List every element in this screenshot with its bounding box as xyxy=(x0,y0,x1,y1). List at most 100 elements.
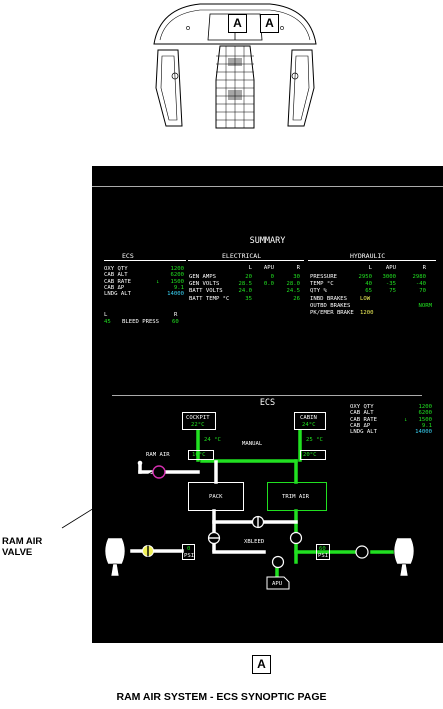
summary-electrical-value: 0.0 xyxy=(263,281,274,288)
summary-ecs-arrow: ↓ xyxy=(156,278,160,285)
summary-electrical-value: 0 xyxy=(270,274,274,280)
summary-ecs-value: 6200 xyxy=(170,272,184,279)
summary-hydraulic-value: 75 xyxy=(389,288,396,295)
ecs-readout-label: CAB ΔP xyxy=(350,422,371,429)
ram-air-label: RAM AIR xyxy=(146,452,170,458)
left-bleed-pressure-value: 0 xyxy=(187,546,191,552)
summary-hydraulic-col-header: R xyxy=(422,265,426,271)
cockpit-duct-box xyxy=(188,450,214,460)
bleed-right-value: 60 xyxy=(172,319,179,325)
summary-hydraulic-label: PRESSURE xyxy=(310,274,337,280)
ecs-readout-value: 1500 xyxy=(418,416,432,423)
summary-electrical-label: BATT TEMP °C xyxy=(189,295,230,302)
summary-electrical-value: 35 xyxy=(245,295,252,302)
summary-hydraulic-value: 40 xyxy=(365,281,372,288)
bleed-left-value: 45 xyxy=(104,319,111,325)
summary-ecs-label: OXY QTY xyxy=(104,266,128,272)
figure-reference: A xyxy=(252,655,271,674)
summary-ecs-title: ECS xyxy=(122,252,134,260)
summary-hydraulic-label: TEMP °C xyxy=(310,281,334,288)
summary-ecs-label: LNDG ALT xyxy=(104,291,131,298)
summary-electrical-label: BATT VOLTS xyxy=(189,288,223,295)
summary-electrical-col-header: R xyxy=(296,265,300,271)
summary-ecs-label: CAB RATE xyxy=(104,278,131,285)
summary-brake-label: INBD BRAKES xyxy=(310,296,348,302)
cabin-duct-temp: 20°C xyxy=(303,452,317,458)
right-bleed-pressure-box xyxy=(316,544,330,560)
cabin-zone-box xyxy=(294,412,326,430)
bleed-right-label: R xyxy=(174,312,178,318)
locator-marker-right: A xyxy=(260,14,279,33)
ecs-readout-value: 9.1 xyxy=(421,422,432,429)
summary-hydraulic-value: -35 xyxy=(385,281,396,288)
summary-brake-value: LOW xyxy=(360,296,371,302)
left-bleed-pressure-box xyxy=(182,544,195,560)
right-bleed-pressure-value: 60 xyxy=(319,546,326,552)
summary-electrical-underline xyxy=(188,260,304,261)
summary-electrical-title: ELECTRICAL xyxy=(222,252,262,260)
summary-hydraulic-value: 70 xyxy=(419,288,426,295)
ecs-readout-label: CAB RATE xyxy=(350,416,377,423)
summary-ecs-value: 1200 xyxy=(170,266,184,272)
summary-electrical-value: 20 xyxy=(245,274,252,280)
ecs-section-divider xyxy=(112,395,422,396)
apu-box xyxy=(266,576,290,590)
summary-ecs-value: 14000 xyxy=(167,291,184,298)
summary-ecs-label: CAB ALT xyxy=(104,272,128,279)
summary-electrical-value: 24.0 xyxy=(238,288,252,295)
cockpit-zone-box xyxy=(182,412,216,430)
bleed-left-label: L xyxy=(104,312,108,318)
ecs-readout-value: 6200 xyxy=(418,410,432,417)
summary-electrical-value: 28.0 xyxy=(286,281,300,288)
ecs-readout-value: 14000 xyxy=(415,429,432,436)
cabin-label: CABIN xyxy=(300,415,317,421)
cockpit-supply-temp: 24 °C xyxy=(204,437,221,443)
summary-ecs-value: 9.1 xyxy=(173,284,184,291)
summary-ecs-underline xyxy=(104,260,186,261)
mode-indicator: MANUAL xyxy=(242,441,263,447)
locator-marker-left: A xyxy=(228,14,247,33)
ecs-readout-value: 1200 xyxy=(418,404,432,410)
cabin-duct-box xyxy=(300,450,326,460)
ecs-readout-label: OXY QTY xyxy=(350,404,374,410)
summary-hydraulic-title: HYDRAULIC xyxy=(350,252,386,260)
ecs-readout-label: LNDG ALT xyxy=(350,429,377,436)
ram-air-valve-callout: RAM AIR VALVE xyxy=(2,536,42,558)
cockpit-temp: 22°C xyxy=(191,422,205,428)
summary-electrical-label: GEN AMPS xyxy=(189,274,216,280)
pack-box xyxy=(188,482,244,511)
callout-line-1: RAM AIR xyxy=(2,536,43,547)
right-bleed-pressure-unit: PSI xyxy=(318,553,329,559)
summary-brake-value: NORM xyxy=(418,303,432,310)
summary-electrical-value: 28.5 xyxy=(238,281,252,288)
summary-electrical-label: GEN VOLTS xyxy=(189,281,220,288)
summary-electrical-col-header: APU xyxy=(263,265,274,271)
ecs-readout-label: CAB ALT xyxy=(350,410,374,417)
bleed-press-label: BLEED PRESS xyxy=(122,319,160,325)
summary-brake-label: OUTBD BRAKES xyxy=(310,303,351,310)
summary-electrical-value: 26 xyxy=(293,295,300,302)
summary-hydraulic-underline xyxy=(308,260,436,261)
cockpit-label: COCKPIT xyxy=(186,415,210,421)
summary-hydraulic-col-header: APU xyxy=(385,265,396,271)
summary-hydraulic-value: 2950 xyxy=(358,274,372,280)
summary-hydraulic-value: -40 xyxy=(415,281,426,288)
summary-hydraulic-value: 3000 xyxy=(382,274,396,280)
summary-brake-label: PK/EMER BRAKE xyxy=(310,310,354,317)
trim-air-box xyxy=(267,482,327,511)
summary-hydraulic-value: 65 xyxy=(365,288,372,295)
apu-label: APU xyxy=(272,581,283,587)
figure-title: RAM AIR SYSTEM - ECS SYNOPTIC PAGE xyxy=(116,691,327,703)
summary-title: SUMMARY xyxy=(249,236,286,246)
display-top-divider xyxy=(92,186,443,187)
summary-electrical-value: 30 xyxy=(293,274,300,280)
xbleed-label: XBLEED xyxy=(244,539,265,545)
left-bleed-pressure-unit: PSI xyxy=(184,553,195,559)
ecs-title: ECS xyxy=(259,398,276,408)
cabin-supply-temp: 25 °C xyxy=(306,437,323,443)
summary-hydraulic-value: 2980 xyxy=(412,274,426,280)
pack-label: PACK xyxy=(209,494,223,500)
